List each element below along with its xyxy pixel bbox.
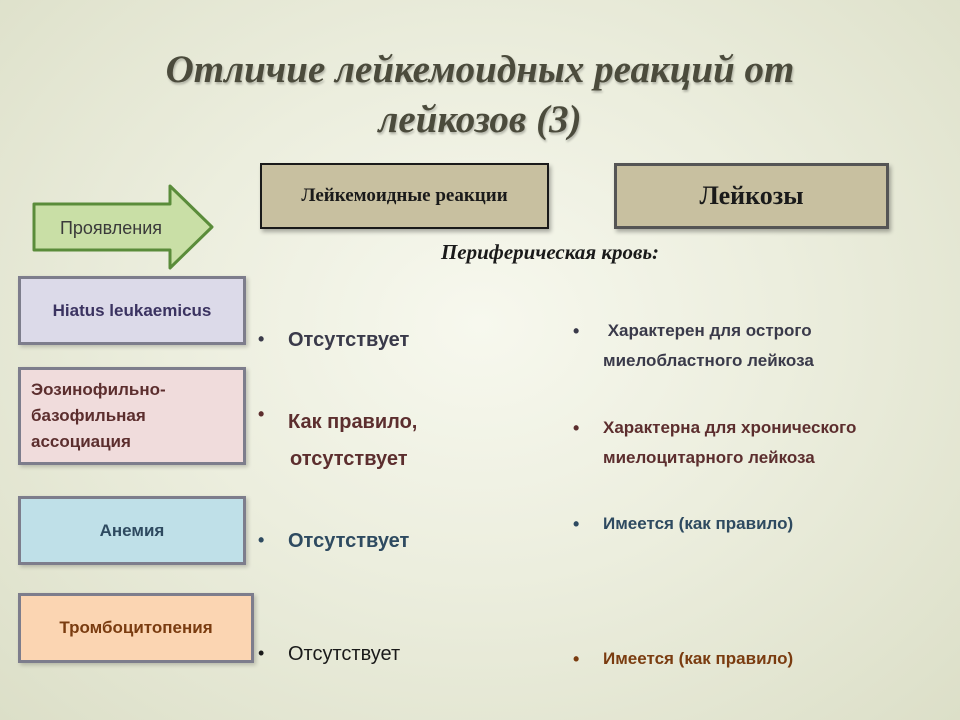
leukemoid-value-row-1: • Отсутствует <box>258 329 558 352</box>
value-text: Имеется (как правило) <box>603 514 794 533</box>
header-leukoses: Лейкозы <box>614 163 889 229</box>
value-text: Характерен для острого <box>603 321 812 340</box>
row-label-hiatus-leukaemicus: Hiatus leukaemicus <box>18 276 246 345</box>
leukemoid-value-row-2: • Как правило, отсутствует <box>258 404 558 478</box>
row-label-thrombocytopenia: Тромбоцитопения <box>18 593 254 663</box>
row-label-anemia: Анемия <box>18 496 246 565</box>
value-text: миелоцитарного лейкоза <box>603 448 815 467</box>
slide-title-line-1: Отличие лейкемоидных реакций от <box>165 48 795 91</box>
value-text: Имеется (как правило) <box>603 649 794 668</box>
leukoses-value-row-2: • Характерна для хронического миелоцитар… <box>573 413 953 473</box>
value-text: Отсутствует <box>288 329 410 351</box>
bullet-icon: • <box>573 418 580 438</box>
leukemoid-value-row-4: • Отсутствует <box>258 643 558 666</box>
leukemoid-value-row-3: • Отсутствует <box>258 530 558 553</box>
bullet-icon: • <box>573 321 580 341</box>
right-arrow-icon <box>32 184 214 270</box>
bullet-icon: • <box>258 329 265 349</box>
row-label-line: ассоциация <box>31 432 131 451</box>
bullet-icon: • <box>573 649 580 669</box>
value-text: Отсутствует <box>288 530 410 552</box>
value-text: Характерна для хронического <box>603 418 857 437</box>
peripheral-blood-subheader: Периферическая кровь: <box>440 240 660 264</box>
bullet-icon: • <box>258 530 265 550</box>
bullet-icon: • <box>258 404 265 424</box>
value-text: отсутствует <box>290 448 408 470</box>
row-label-line: базофильная <box>31 406 146 425</box>
leukoses-value-row-4: • Имеется (как правило) <box>573 644 953 674</box>
leukoses-value-row-1: • Характерен для острого миелобластного … <box>573 316 953 376</box>
slide-title-line-2: лейкозов (3) <box>378 98 582 141</box>
value-text: Как правило, <box>288 411 418 433</box>
row-label-eosinophil-basophil-association: Эозинофильно- базофильная ассоциация <box>18 367 246 465</box>
bullet-icon: • <box>573 514 580 534</box>
leukoses-value-row-3: • Имеется (как правило) <box>573 509 953 539</box>
bullet-icon: • <box>258 643 265 663</box>
value-text: Отсутствует <box>288 643 401 665</box>
row-label-line: Эозинофильно- <box>31 380 166 399</box>
manifestations-label: Проявления <box>59 217 163 238</box>
value-text: миелобластного лейкоза <box>603 351 814 370</box>
header-leukemoid-reactions: Лейкемоидные реакции <box>260 163 549 229</box>
